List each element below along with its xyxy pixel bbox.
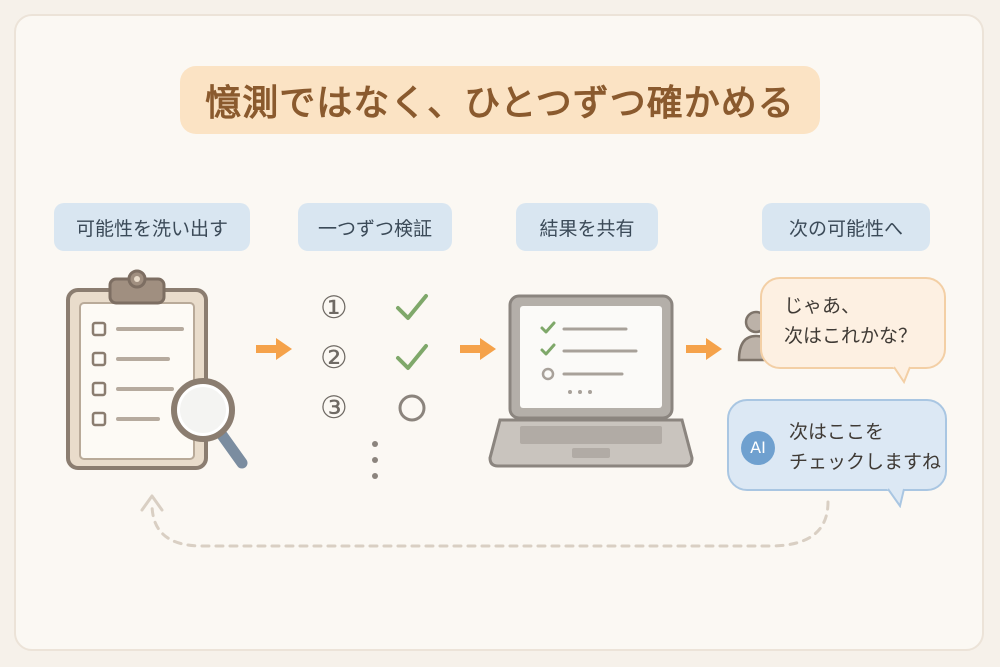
ai-bubble-tail xyxy=(886,488,905,508)
flow-arrow-2 xyxy=(460,338,496,360)
check-icon xyxy=(396,344,428,370)
loop-arrow-icon xyxy=(140,494,830,548)
ai-avatar: AI xyxy=(741,431,775,465)
ai-speech-bubble: AI 次はここを チェックしますね xyxy=(727,399,947,491)
circle-icon xyxy=(398,394,426,422)
clipboard-icon xyxy=(66,269,248,470)
user-bubble-line-2: 次はこれかな？ xyxy=(784,325,918,347)
ai-bubble-line-1: 次はここを xyxy=(789,421,885,443)
magnifier-icon xyxy=(171,378,248,469)
user-bubble-tail xyxy=(892,366,911,384)
step-label-1: 可能性を洗い出す xyxy=(54,203,250,251)
ai-bubble-line-2: チェックしますね xyxy=(789,451,942,473)
check-icon xyxy=(396,294,428,320)
step-label-3: 結果を共有 xyxy=(516,203,658,251)
step-label-4: 次の可能性へ xyxy=(762,203,930,251)
laptop-icon xyxy=(488,294,694,468)
step-label-2: 一つずつ検証 xyxy=(298,203,452,251)
flow-arrow-1 xyxy=(256,338,292,360)
flow-arrow-3 xyxy=(686,338,722,360)
user-bubble-line-1: じゃあ、 xyxy=(784,295,861,317)
verify-number-2: ② xyxy=(320,340,348,376)
diagram-title: 憶測ではなく、ひとつずつ確かめる xyxy=(180,66,820,134)
verify-number-3: ③ xyxy=(320,390,348,426)
user-speech-bubble: じゃあ、 次はこれかな？ xyxy=(760,277,946,369)
verify-number-1: ① xyxy=(320,290,348,326)
more-dots-icon xyxy=(372,441,378,479)
